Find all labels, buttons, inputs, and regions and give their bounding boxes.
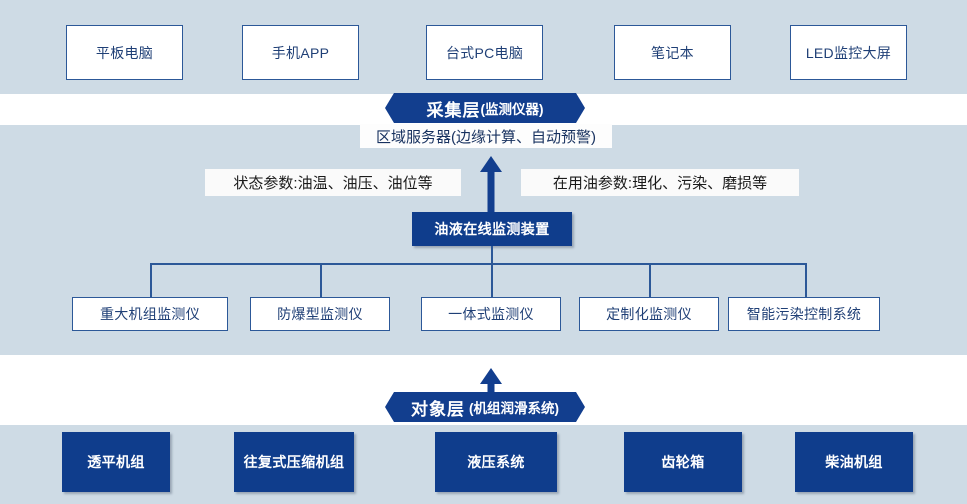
device-to-server-arrow: [477, 156, 505, 214]
presentation-item-tablet[interactable]: 平板电脑: [66, 25, 183, 80]
object-layer-banner: 对象层 (机组润滑系统): [385, 392, 585, 422]
presentation-item-led-screen[interactable]: LED监控大屏: [790, 25, 907, 80]
instrument-integrated-monitor[interactable]: 一体式监测仪: [421, 297, 561, 331]
tree-drop-3: [491, 263, 493, 298]
tree-drop-5: [805, 263, 807, 298]
status-parameters-label: 状态参数:油温、油压、油位等: [205, 169, 461, 196]
collection-layer-banner-title: 采集层: [426, 100, 481, 120]
collection-layer-banner-subtitle: (监测仪器): [480, 102, 544, 117]
tree-drop-2: [320, 263, 322, 298]
equipment-hydraulic-system[interactable]: 液压系统: [435, 432, 557, 492]
object-layer-banner-subtitle: (机组润滑系统): [469, 401, 559, 416]
tree-drop-1: [150, 263, 152, 298]
equipment-diesel-generator[interactable]: 柴油机组: [795, 432, 913, 492]
equipment-gearbox[interactable]: 齿轮箱: [624, 432, 742, 492]
oil-online-monitoring-device[interactable]: 油液在线监测装置: [412, 212, 572, 246]
oil-parameters-label: 在用油参数:理化、污染、磨损等: [521, 169, 799, 196]
instrument-explosion-proof-monitor[interactable]: 防爆型监测仪: [250, 297, 390, 331]
equipment-reciprocating-compressor[interactable]: 往复式压缩机组: [234, 432, 354, 492]
region-server-label: 区域服务器(边缘计算、自动预警): [360, 124, 612, 148]
presentation-item-laptop[interactable]: 笔记本: [614, 25, 731, 80]
presentation-item-desktop-pc[interactable]: 台式PC电脑: [426, 25, 543, 80]
instrument-smart-contamination-control[interactable]: 智能污染控制系统: [728, 297, 880, 331]
instrument-major-unit-monitor[interactable]: 重大机组监测仪: [72, 297, 228, 331]
tree-stem: [491, 246, 493, 263]
tree-bus: [150, 263, 806, 265]
tree-drop-4: [649, 263, 651, 298]
presentation-item-mobile-app[interactable]: 手机APP: [242, 25, 359, 80]
object-layer-banner-title: 对象层: [411, 399, 465, 419]
equipment-turbine-unit[interactable]: 透平机组: [62, 432, 170, 492]
instrument-customized-monitor[interactable]: 定制化监测仪: [579, 297, 719, 331]
collection-layer-banner: 采集层 (监测仪器): [385, 93, 585, 123]
